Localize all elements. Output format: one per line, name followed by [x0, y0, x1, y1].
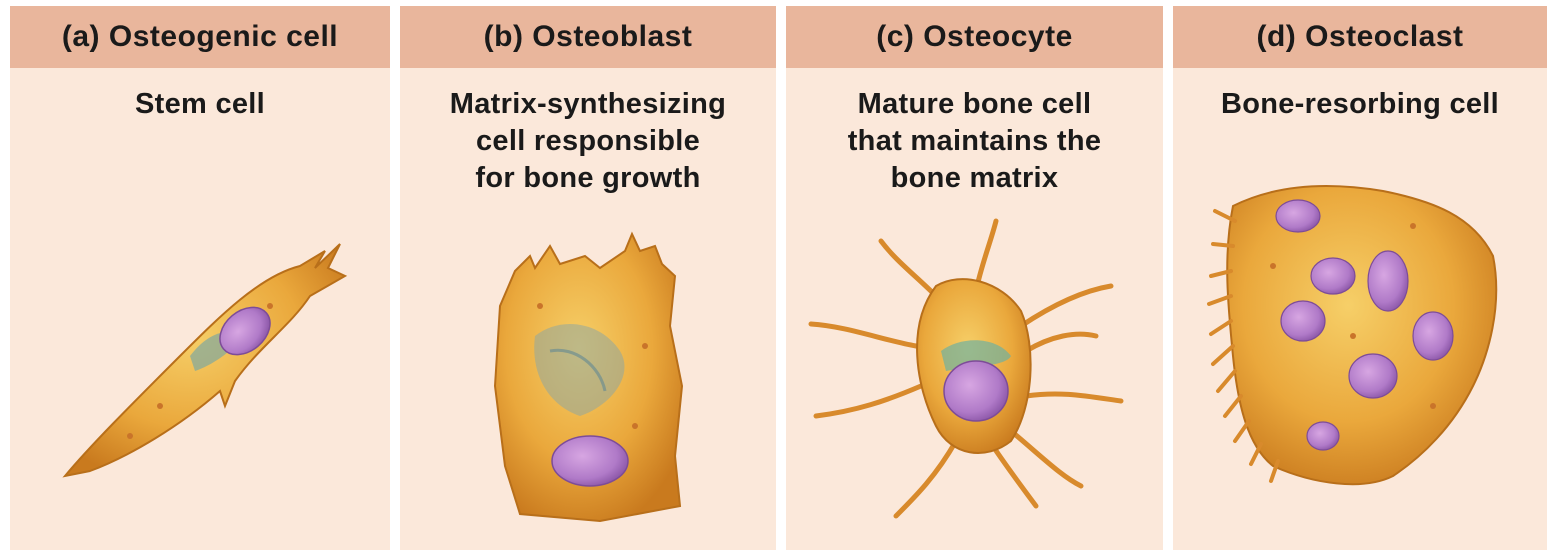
panel-osteoblast: (b) Osteoblast Matrix-synthesizing cell … — [400, 6, 776, 550]
panel-osteogenic-cell: (a) Osteogenic cell Stem cell — [10, 6, 390, 550]
osteogenic-cell-icon — [10, 6, 390, 550]
panel-osteocyte: (c) Osteocyte Mature bone cell that main… — [786, 6, 1163, 550]
panel-osteoclast: (d) Osteoclast Bone-resorbing cell — [1173, 6, 1547, 550]
osteoclast-icon — [1173, 6, 1547, 550]
osteocyte-icon — [786, 6, 1163, 550]
osteoblast-icon — [400, 6, 776, 550]
